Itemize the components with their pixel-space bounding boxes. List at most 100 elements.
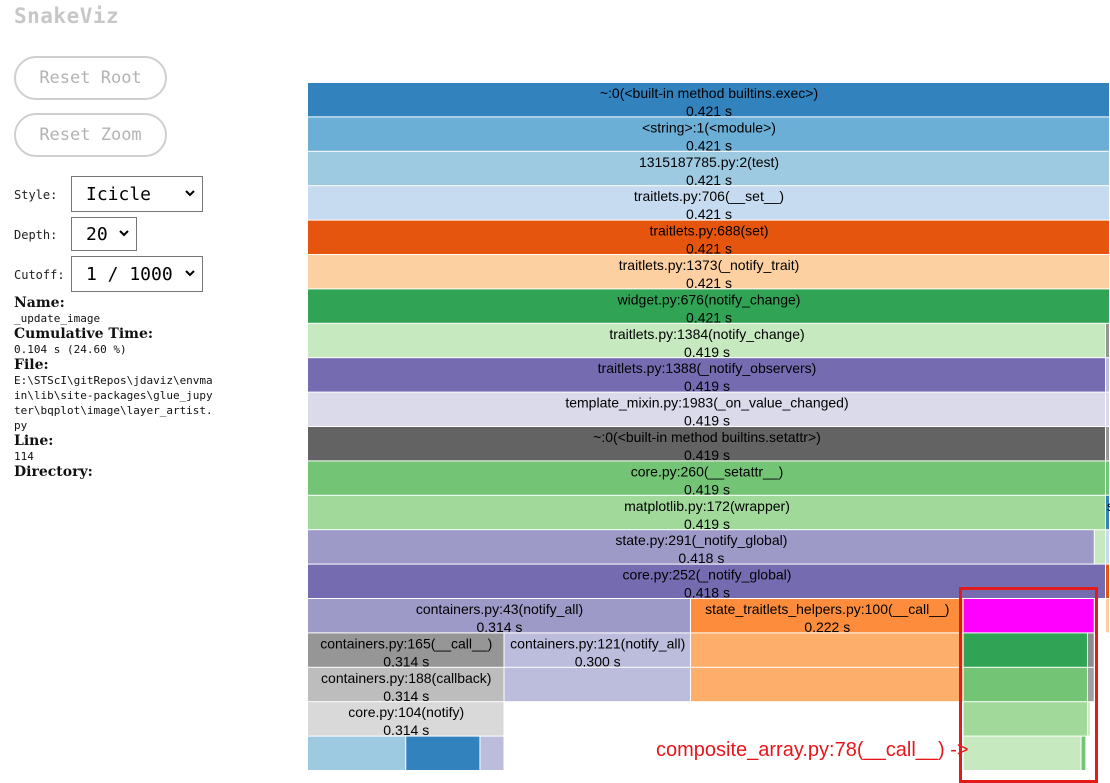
icicle-cell[interactable] — [963, 736, 1081, 770]
icicle-cell[interactable]: containers.py:188(callback)0.314 s — [308, 667, 504, 704]
icicle-cell-rect[interactable] — [963, 702, 1087, 736]
icicle-cell[interactable] — [1105, 358, 1109, 392]
icicle-cell-rect[interactable] — [406, 736, 480, 770]
icicle-cell[interactable]: <string>:1(<module>)0.421 s — [308, 117, 1109, 153]
icicle-cell-rect[interactable] — [1087, 667, 1094, 702]
icicle-cell[interactable] — [480, 736, 504, 770]
icicle-cell-rect[interactable] — [308, 667, 504, 702]
icicle-cell-rect[interactable] — [690, 633, 963, 667]
icicle-cell[interactable] — [963, 633, 1087, 667]
icicle-cell-rect[interactable] — [308, 427, 1105, 461]
icicle-cell[interactable] — [963, 599, 1094, 633]
icicle-cell-rect[interactable] — [1105, 599, 1109, 633]
icicle-cell-rect[interactable] — [308, 702, 504, 736]
icicle-cell-rect[interactable] — [690, 599, 963, 633]
icicle-cell[interactable]: traitlets.py:688(set)0.421 s — [308, 220, 1109, 257]
icicle-cell[interactable]: containers.py:43(notify_all)0.314 s — [308, 599, 690, 635]
icicle-cell-rect[interactable] — [308, 117, 1109, 151]
icicle-cell[interactable] — [1094, 530, 1105, 564]
icicle-cell[interactable] — [1105, 599, 1109, 633]
icicle-cell[interactable]: core.py:260(__setattr__)0.419 s — [308, 461, 1105, 497]
icicle-cell[interactable]: 1315187785.py:2(test)0.421 s — [308, 151, 1109, 188]
icicle-cell-rect[interactable] — [1105, 564, 1109, 598]
icicle-cell[interactable] — [308, 736, 406, 770]
icicle-cell-rect[interactable] — [308, 323, 1105, 358]
icicle-cell[interactable]: ~:0(<built-in method builtins.setattr>)0… — [308, 427, 1105, 463]
icicle-cell-rect[interactable] — [308, 530, 1094, 564]
icicle-cell-rect[interactable] — [1087, 702, 1090, 736]
icicle-cell[interactable]: containers.py:165(__call__)0.314 s — [308, 633, 504, 669]
icicle-cell-rect[interactable] — [308, 392, 1105, 426]
icicle-cell[interactable] — [1105, 461, 1109, 495]
icicle-cell-rect[interactable] — [308, 633, 504, 667]
icicle-cell-rect[interactable] — [1087, 633, 1094, 667]
icicle-cell-rect[interactable] — [1094, 530, 1105, 564]
icicle-cell-rect[interactable] — [308, 564, 1105, 598]
icicle-cell[interactable]: matplotlib.py:172(wrapper)0.419 s — [308, 495, 1105, 532]
icicle-cell-rect[interactable] — [308, 599, 690, 633]
icicle-cell[interactable]: state_traitlets_helpers.py:100(__call__)… — [690, 599, 963, 635]
icicle-cell[interactable] — [504, 667, 690, 702]
icicle-cell-rect[interactable] — [308, 151, 1109, 186]
icicle-cell[interactable] — [1087, 702, 1090, 736]
style-select[interactable]: Icicle — [71, 176, 203, 212]
icicle-cell-rect[interactable] — [504, 633, 690, 667]
icicle-cell-rect[interactable] — [1105, 358, 1109, 392]
icicle-cell[interactable]: containers.py:121(notify_all)0.300 s — [504, 633, 690, 669]
icicle-cell-rect[interactable] — [963, 633, 1087, 667]
icicle-cell[interactable] — [690, 633, 963, 667]
icicle-cell-rect[interactable] — [480, 736, 504, 770]
icicle-cell-rect[interactable] — [963, 667, 1087, 702]
icicle-cell-rect[interactable] — [308, 83, 1109, 117]
icicle-cell-rect[interactable] — [1081, 736, 1086, 770]
icicle-chart[interactable]: ~:0(<built-in method builtins.exec>)0.42… — [308, 83, 1110, 783]
icicle-cell-rect[interactable] — [308, 495, 1105, 530]
icicle-cell[interactable]: traitlets.py:1384(notify_change)0.419 s — [308, 323, 1105, 360]
icicle-cell-rect[interactable] — [308, 461, 1105, 495]
icicle-cell-rect[interactable] — [308, 186, 1109, 220]
icicle-cell-rect[interactable] — [1105, 461, 1109, 495]
icicle-cell-rect[interactable] — [1105, 495, 1109, 530]
icicle-cell-rect[interactable] — [1105, 323, 1109, 358]
icicle-cell[interactable] — [1087, 667, 1094, 702]
icicle-cell-rect[interactable] — [1105, 530, 1109, 564]
icicle-cell-rect[interactable] — [963, 736, 1081, 770]
icicle-cell-rect[interactable] — [308, 255, 1109, 289]
icicle-cell[interactable]: ~:0(<built-in method builtins.exec>)0.42… — [308, 83, 1109, 119]
icicle-cell[interactable]: core.py:104(notify)0.314 s — [308, 702, 504, 738]
reset-root-button[interactable]: Reset Root — [14, 56, 167, 100]
icicle-cell[interactable]: state.py:291(_notify_global)0.418 s — [308, 530, 1094, 566]
icicle-cell[interactable]: s — [1105, 495, 1110, 530]
icicle-cell[interactable]: template_mixin.py:1983(_on_value_changed… — [308, 392, 1105, 429]
icicle-cell[interactable] — [406, 736, 480, 770]
icicle-cell[interactable] — [1081, 736, 1086, 770]
icicle-cell-rect[interactable] — [1105, 427, 1109, 461]
icicle-cell[interactable] — [1105, 392, 1109, 426]
icicle-cell[interactable] — [690, 667, 963, 702]
icicle-cell[interactable] — [963, 667, 1087, 702]
icicle-cell[interactable] — [1105, 323, 1109, 358]
reset-zoom-button[interactable]: Reset Zoom — [14, 113, 167, 157]
icicle-cell[interactable] — [1105, 564, 1109, 598]
depth-select[interactable]: 20 — [71, 217, 137, 251]
icicle-cell[interactable]: traitlets.py:1388(_notify_observers)0.41… — [308, 358, 1105, 394]
icicle-cell[interactable]: core.py:252(_notify_global)0.418 s — [308, 564, 1105, 601]
icicle-cell-rect[interactable] — [308, 358, 1105, 392]
icicle-cell-rect[interactable] — [690, 667, 963, 702]
icicle-cell[interactable] — [1105, 427, 1109, 461]
icicle-cell-label: widget.py:676(notify_change) — [617, 291, 801, 307]
style-label: Style: — [14, 188, 58, 202]
icicle-cell-rect[interactable] — [504, 667, 690, 702]
icicle-cell[interactable] — [1105, 530, 1109, 564]
icicle-cell-rect[interactable] — [308, 289, 1109, 323]
icicle-cell-rect[interactable] — [308, 736, 406, 770]
icicle-cell[interactable]: traitlets.py:706(__set__)0.421 s — [308, 186, 1109, 222]
icicle-cell-rect[interactable] — [308, 220, 1109, 254]
icicle-cell[interactable] — [963, 702, 1087, 736]
icicle-cell[interactable]: traitlets.py:1373(_notify_trait)0.421 s — [308, 255, 1109, 291]
cutoff-select[interactable]: 1 / 1000 — [71, 256, 203, 292]
icicle-cell[interactable]: widget.py:676(notify_change)0.421 s — [308, 289, 1109, 325]
icicle-cell[interactable] — [1087, 633, 1094, 667]
icicle-cell-rect[interactable] — [963, 599, 1094, 633]
icicle-cell-rect[interactable] — [1105, 392, 1109, 426]
